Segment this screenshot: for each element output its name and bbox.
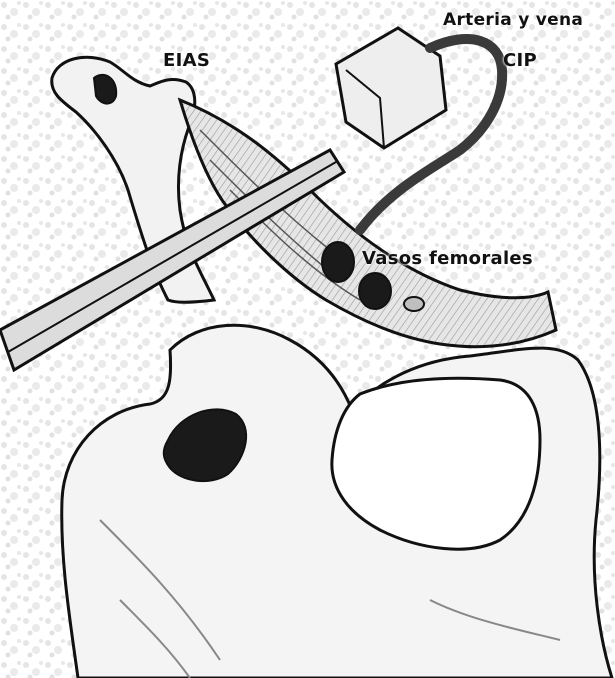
femoral-vein [359,273,391,309]
ilium-notch [94,75,116,104]
femoral-nerve [404,297,424,311]
label-cip: CIP [503,50,537,71]
label-arteria-vena: Arteria y vena [443,10,583,30]
label-eias: EIAS [163,50,210,71]
label-vasos-femorales: Vasos femorales [362,248,533,269]
femoral-artery [322,242,354,282]
